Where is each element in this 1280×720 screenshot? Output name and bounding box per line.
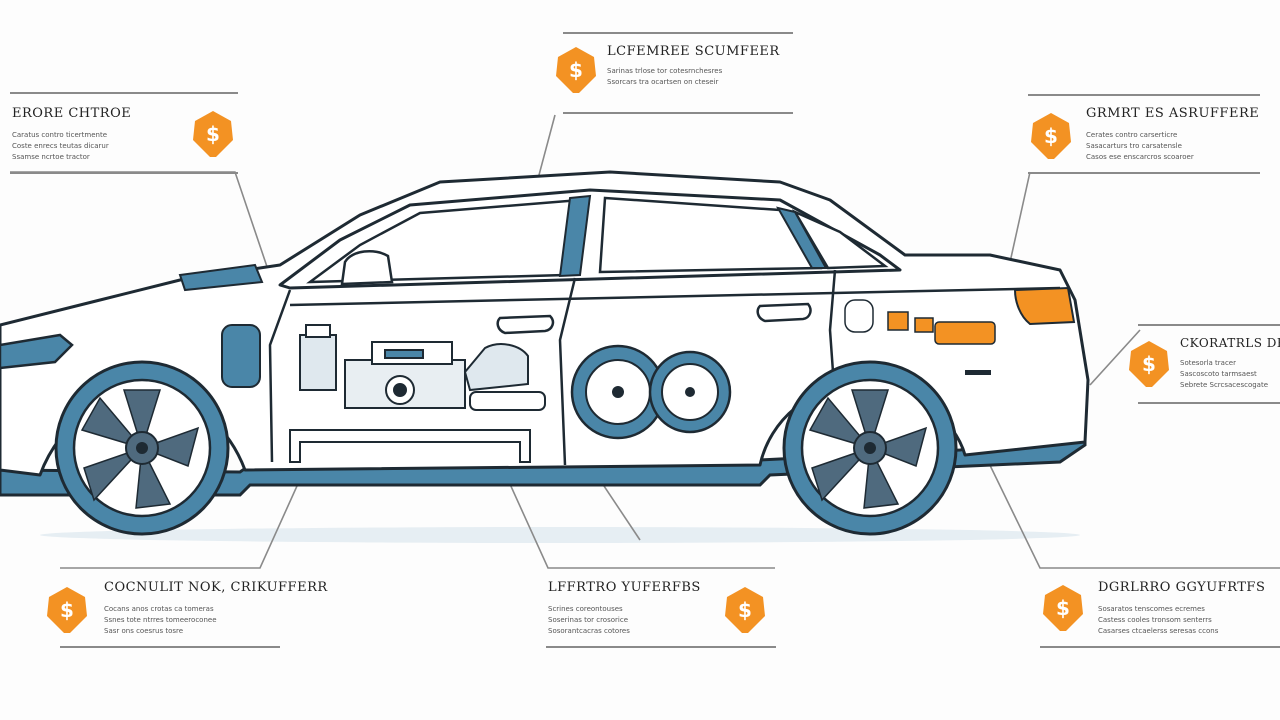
callout-rule-bottom — [1138, 402, 1280, 404]
dollar-badge-icon: $ — [192, 110, 234, 158]
callout-rule — [10, 92, 238, 94]
rear-door-handle — [756, 302, 812, 323]
dollar-badge-icon: $ — [724, 586, 766, 634]
callout-rule-bottom — [60, 646, 280, 648]
callout-title: CKORATRLS DE — [1180, 336, 1280, 350]
dollar-badge-icon: $ — [46, 586, 88, 634]
c-pillar — [776, 206, 828, 269]
quarter-window — [791, 209, 889, 270]
callout-title: LFFRTRO YUFERFBS — [548, 580, 701, 595]
dollar-badge-icon: $ — [1030, 112, 1072, 160]
callout-rule-bottom — [1040, 646, 1280, 648]
callout-rule — [1028, 94, 1260, 96]
engine-cutaway — [221, 324, 546, 463]
callout-title: COCNULIT NOK, CRIKUFFERR — [104, 580, 328, 595]
dollar-badge-icon: $ — [555, 46, 597, 94]
dollar-badge-icon: $ — [1042, 584, 1084, 632]
hood-scoop — [178, 263, 264, 292]
brake-rotors — [570, 344, 732, 440]
callout-rule-bottom — [10, 172, 238, 174]
callout-rule — [1138, 324, 1280, 326]
chassis-rail — [289, 429, 531, 463]
callout-rule-bottom — [563, 112, 793, 114]
callout-title: DGRLRRO GGYUFRTFS — [1098, 580, 1266, 595]
tail-light — [1013, 286, 1076, 326]
callout-rule — [563, 32, 793, 34]
dollar-badge-icon: $ — [1128, 340, 1170, 388]
side-mirror — [340, 249, 394, 286]
front-door-handle — [496, 314, 555, 335]
exhaust-pipe — [463, 343, 529, 392]
callout-rule-bottom — [546, 646, 776, 648]
rear-component — [844, 299, 996, 345]
front-wheel — [54, 360, 230, 536]
callout-rule-bottom — [1028, 172, 1260, 174]
callout-title: ERORE CHTROE — [12, 106, 132, 121]
rear-reflector — [965, 370, 991, 375]
callout-title: GRMRT ES ASRUFFERE — [1086, 106, 1260, 121]
filter-canister — [221, 324, 261, 388]
callout-title: LCFEMREE SCUMFEER — [607, 44, 780, 59]
rear-wheel — [782, 360, 958, 536]
ground-shadow — [40, 527, 1080, 543]
b-pillar — [558, 194, 592, 278]
headlight — [0, 333, 74, 370]
